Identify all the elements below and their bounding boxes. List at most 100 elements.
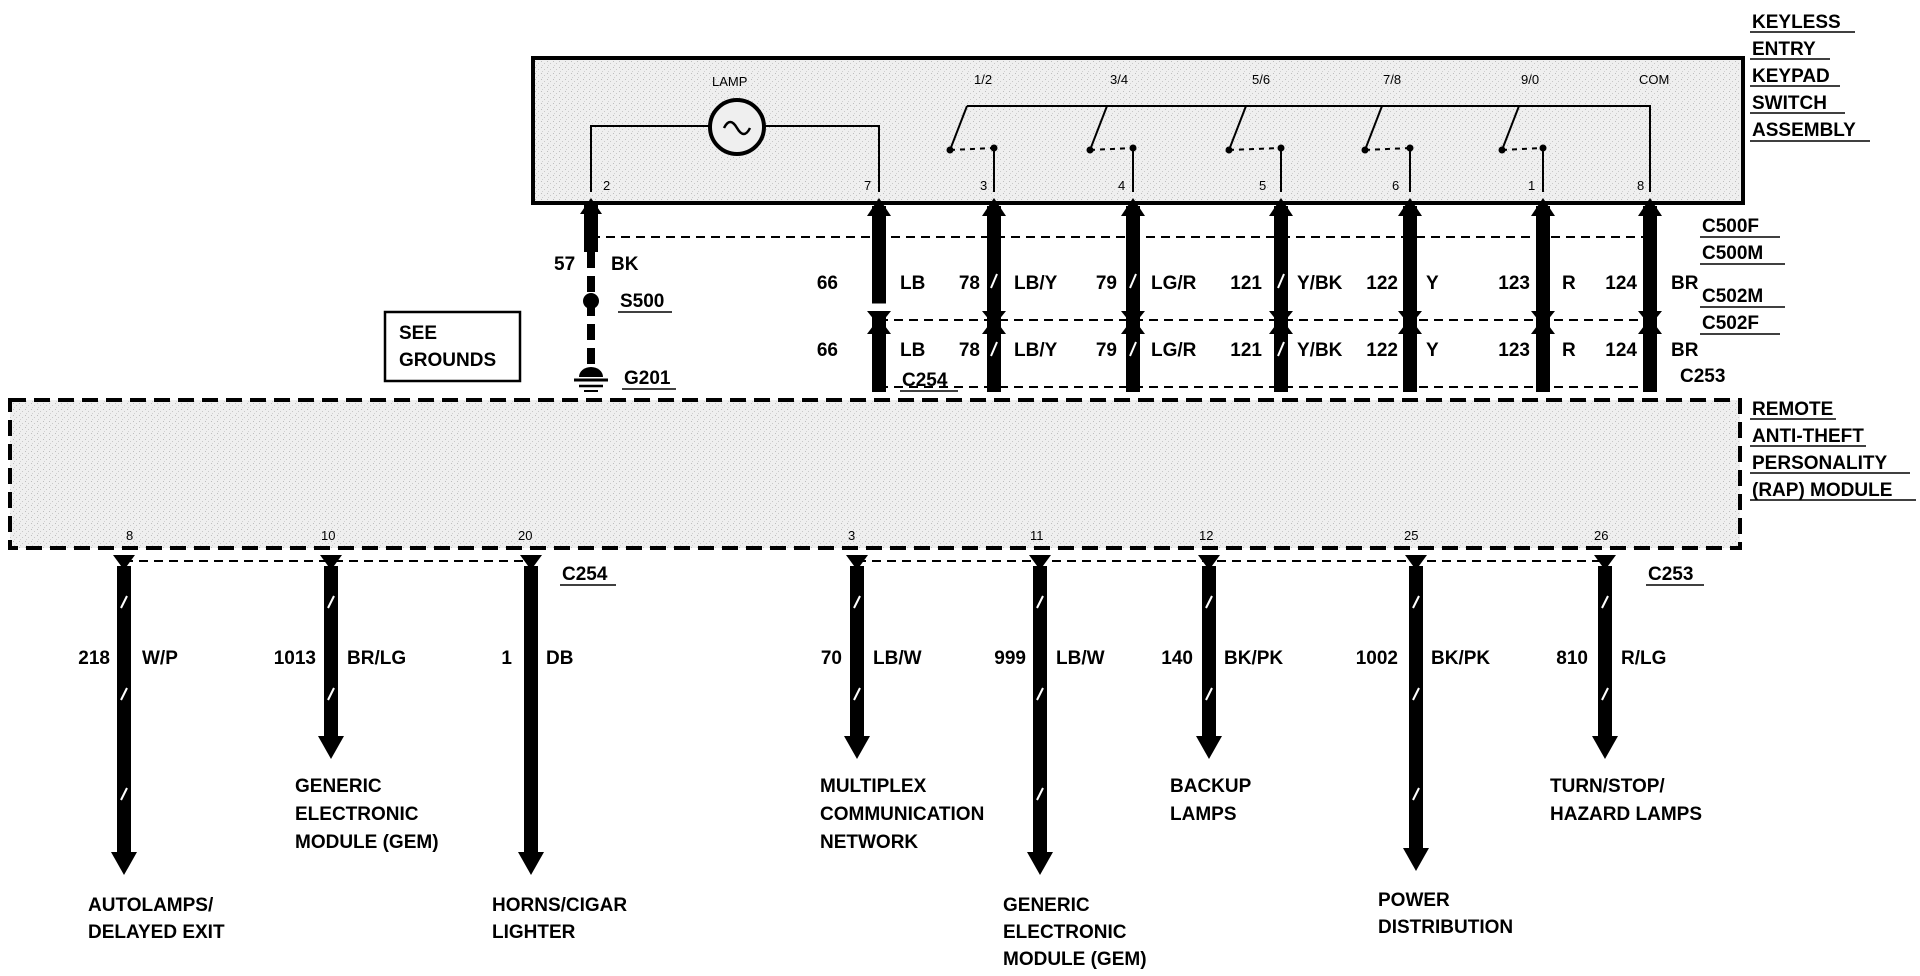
destination-label: HORNS/CIGAR bbox=[492, 895, 627, 916]
wire-color: Y bbox=[1426, 273, 1439, 294]
upper-wire: 66 LB 66 LB 15 bbox=[817, 198, 925, 428]
lower-wire: 12 140 BK/PK BACKUP LAMPS bbox=[1161, 528, 1283, 825]
keypad-pin: 7 bbox=[864, 178, 871, 193]
wire-color: LG/R bbox=[1151, 340, 1197, 361]
destination-label: GENERIC bbox=[295, 776, 382, 797]
switch-label-1-2: 1/2 bbox=[974, 72, 992, 87]
ground-circuit: 57 BK S500 G201 SEE GROUNDS bbox=[383, 198, 676, 392]
lower-wire: 25 1002 BK/PK POWER DISTRIBUTION bbox=[1356, 528, 1513, 938]
rap-title-line: (RAP) MODULE bbox=[1752, 480, 1892, 501]
lower-connector-lines: C254 C253 bbox=[124, 560, 1704, 586]
destination-label: MULTIPLEX bbox=[820, 776, 927, 797]
connector-c500m: C500M bbox=[1702, 243, 1763, 264]
wire-circuit: 1013 bbox=[274, 648, 316, 669]
connector-c254-top: C254 bbox=[902, 370, 948, 391]
switch-label-com: COM bbox=[1639, 72, 1669, 87]
wire-color: R/LG bbox=[1621, 648, 1666, 669]
lower-wire: 20 1 DB HORNS/CIGAR LIGHTER bbox=[492, 528, 627, 943]
rap-pin: 12 bbox=[1199, 528, 1213, 543]
lower-wire: 26 810 R/LG TURN/STOP/ HAZARD LAMPS bbox=[1550, 528, 1702, 825]
see-grounds-line2: GROUNDS bbox=[399, 350, 496, 371]
keypad-pin: 2 bbox=[603, 178, 610, 193]
wire-color: Y bbox=[1426, 340, 1439, 361]
wire-color: R bbox=[1562, 273, 1576, 294]
destination-label: BACKUP bbox=[1170, 776, 1252, 797]
destination-label: HAZARD LAMPS bbox=[1550, 804, 1702, 825]
rap-title-line: PERSONALITY bbox=[1752, 453, 1887, 474]
wire-circuit: 123 bbox=[1498, 273, 1530, 294]
wire-circuit: 999 bbox=[994, 648, 1026, 669]
see-grounds-box bbox=[383, 310, 522, 383]
switch-label-5-6: 5/6 bbox=[1252, 72, 1270, 87]
connector-c253-top: C253 bbox=[1680, 366, 1725, 387]
keypad-pin: 8 bbox=[1637, 178, 1644, 193]
keypad-switches: 1/2 3/4 5/6 7/8 9/0 COM bbox=[946, 72, 1669, 192]
see-grounds-line1: SEE bbox=[399, 323, 437, 344]
ground-circuit-number: 57 bbox=[554, 254, 575, 275]
rap-pin: 8 bbox=[126, 528, 133, 543]
upper-wire: 122 Y 122 Y 7 bbox=[1366, 198, 1439, 428]
keypad-pin: 3 bbox=[980, 178, 987, 193]
rap-pin: 3 bbox=[848, 528, 855, 543]
wire-color: LB bbox=[900, 273, 925, 294]
destination-label: DISTRIBUTION bbox=[1378, 917, 1513, 938]
keypad-title: KEYLESS ENTRY KEYPAD SWITCH ASSEMBLY bbox=[1750, 12, 1870, 142]
wire-circuit: 1 bbox=[501, 648, 512, 669]
destination-label: DELAYED EXIT bbox=[88, 922, 225, 943]
upper-wires: 66 LB 66 LB 15 78 LB/Y 78 LB/Y 5 bbox=[817, 198, 1699, 428]
keypad-pin: 1 bbox=[1528, 178, 1535, 193]
destination-label: MODULE (GEM) bbox=[1003, 949, 1147, 970]
wire-circuit: 122 bbox=[1366, 273, 1398, 294]
switch-label-7-8: 7/8 bbox=[1383, 72, 1401, 87]
wire-color: BK/PK bbox=[1224, 648, 1283, 669]
keypad-pin: 4 bbox=[1118, 178, 1125, 193]
upper-wire: 123 R 123 R 8 bbox=[1498, 198, 1576, 428]
wire-color: DB bbox=[546, 648, 573, 669]
wire-circuit: 78 bbox=[959, 340, 980, 361]
switch-label-9-0: 9/0 bbox=[1521, 72, 1539, 87]
wire-color: LG/R bbox=[1151, 273, 1197, 294]
wire-circuit: 78 bbox=[959, 273, 980, 294]
wire-circuit: 79 bbox=[1096, 340, 1117, 361]
wire-circuit: 66 bbox=[817, 340, 838, 361]
connector-c502m: C502M bbox=[1702, 286, 1763, 307]
destination-label: LAMPS bbox=[1170, 804, 1237, 825]
keypad-title-line: KEYLESS bbox=[1752, 12, 1841, 33]
wire-circuit: 123 bbox=[1498, 340, 1530, 361]
wire-circuit: 70 bbox=[821, 648, 842, 669]
wire-circuit: 121 bbox=[1230, 273, 1262, 294]
wire-circuit: 1002 bbox=[1356, 648, 1398, 669]
splice-s500: S500 bbox=[620, 291, 664, 312]
lower-wire: 8 218 W/P AUTOLAMPS/ DELAYED EXIT bbox=[78, 528, 225, 943]
destination-label: MODULE (GEM) bbox=[295, 832, 439, 853]
switch-label-3-4: 3/4 bbox=[1110, 72, 1128, 87]
keypad-pin: 6 bbox=[1392, 178, 1399, 193]
splice-dot bbox=[583, 293, 599, 309]
wire-circuit: 140 bbox=[1161, 648, 1193, 669]
wire-color: Y/BK bbox=[1297, 340, 1343, 361]
rap-pin: 11 bbox=[1030, 528, 1044, 543]
keypad-title-line: ASSEMBLY bbox=[1752, 120, 1856, 141]
upper-wire: 121 Y/BK 121 Y/BK 19 bbox=[1230, 198, 1343, 428]
ground-g201: G201 bbox=[624, 368, 671, 389]
rap-title-line: ANTI-THEFT bbox=[1752, 426, 1864, 447]
wire-color: LB/Y bbox=[1014, 273, 1058, 294]
destination-label: COMMUNICATION bbox=[820, 804, 984, 825]
wire-color: BR bbox=[1671, 273, 1699, 294]
upper-wire: 79 LG/R 79 LG/R 6 bbox=[1096, 198, 1197, 428]
connector-c253-bottom: C253 bbox=[1648, 564, 1693, 585]
upper-wire: 78 LB/Y 78 LB/Y 5 bbox=[959, 198, 1058, 428]
rap-pin: 20 bbox=[518, 528, 532, 543]
connector-c254-bottom: C254 bbox=[562, 564, 608, 585]
wire-color: R bbox=[1562, 340, 1576, 361]
upper-wire: 124 BR 124 BR 15 bbox=[1605, 198, 1699, 428]
wire-color: BK/PK bbox=[1431, 648, 1490, 669]
destination-label: TURN/STOP/ bbox=[1550, 776, 1665, 797]
destination-label: GENERIC bbox=[1003, 895, 1090, 916]
destination-label: ELECTRONIC bbox=[295, 804, 419, 825]
lower-wire: 10 1013 BR/LG GENERIC ELECTRONIC MODULE … bbox=[274, 528, 439, 853]
keypad-pin: 5 bbox=[1259, 178, 1266, 193]
wire-color: BR bbox=[1671, 340, 1699, 361]
destination-label: NETWORK bbox=[820, 832, 918, 853]
